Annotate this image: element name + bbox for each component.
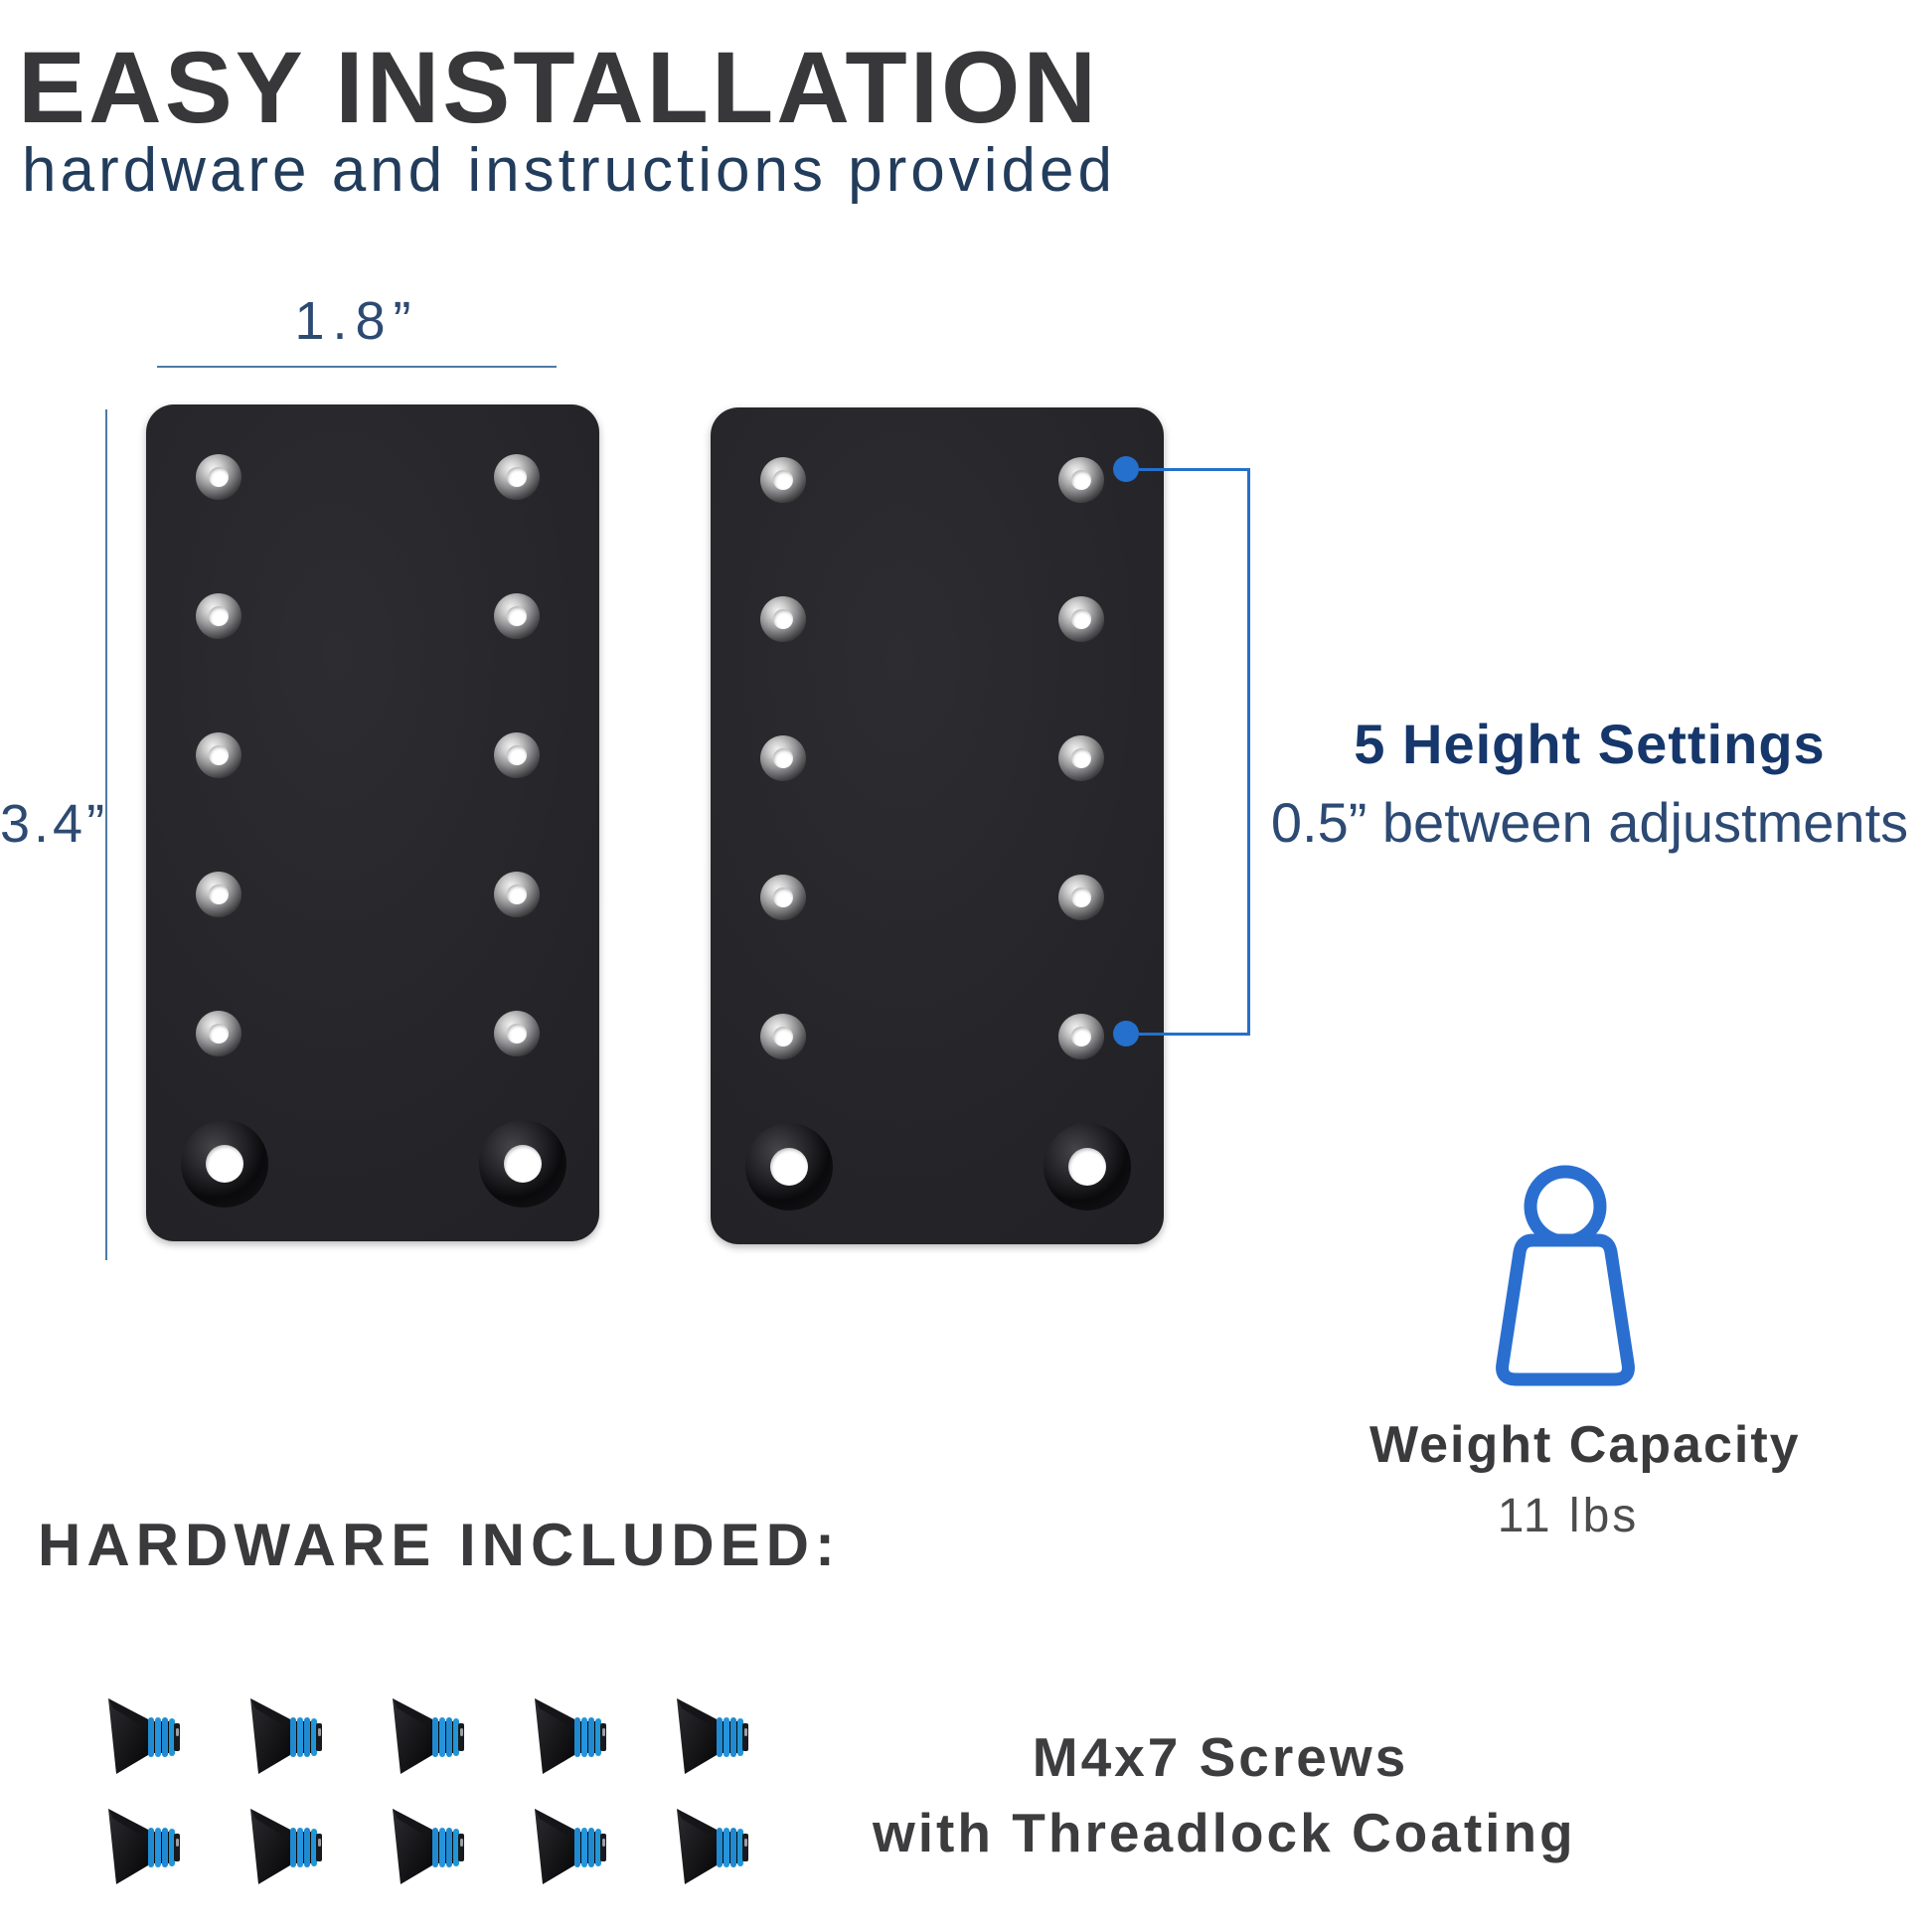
screw-hole (1058, 875, 1104, 920)
screw-hole (494, 732, 540, 778)
screw (103, 1695, 181, 1777)
screw-spec-label: M4x7 Screws with Threadlock Coating (873, 1725, 1576, 1864)
screw (530, 1695, 607, 1777)
height-settings-subtitle: 0.5” between adjustments (1270, 791, 1909, 854)
screw (245, 1695, 323, 1777)
screw-spec-line2: with Threadlock Coating (873, 1802, 1576, 1863)
height-dimension-label: 3.4” (0, 794, 109, 854)
screw-hole (494, 872, 540, 917)
weight-capacity-block: Weight Capacity 11 lbs (1369, 1415, 1801, 1543)
large-mounting-hole (479, 1120, 566, 1208)
height-settings-callout: 5 Height Settings 0.5” between adjustmen… (1247, 712, 1932, 855)
screw-hole (760, 875, 806, 920)
large-mounting-hole (745, 1123, 833, 1210)
screw-hole (1058, 596, 1104, 642)
screw (388, 1806, 465, 1887)
screw-spec-line1: M4x7 Screws (1032, 1726, 1409, 1788)
large-mounting-hole (181, 1120, 268, 1208)
bracket-line-vertical (1247, 468, 1250, 1036)
mounting-plate-right (711, 407, 1164, 1244)
screw-hole (1058, 735, 1104, 781)
screw-hole (760, 457, 806, 503)
bracket-line-top (1139, 468, 1250, 471)
screw (103, 1806, 181, 1887)
bracket-line-bottom (1139, 1033, 1250, 1036)
bracket-dot-top (1113, 456, 1139, 482)
screw-hole (196, 732, 242, 778)
hardware-included-heading: HARDWARE INCLUDED: (38, 1512, 841, 1578)
weight-capacity-value: 11 lbs (1497, 1490, 1640, 1542)
screw-hole (1058, 457, 1104, 503)
weight-capacity-title: Weight Capacity (1369, 1416, 1801, 1474)
weight-icon (1471, 1165, 1660, 1398)
screw-hole (1058, 1014, 1104, 1059)
screw-hole (196, 593, 242, 639)
page-title: EASY INSTALLATION (18, 31, 1100, 144)
screw-hole (196, 1011, 242, 1056)
screw-hole (494, 454, 540, 500)
screw (388, 1695, 465, 1777)
mounting-plate-left (146, 404, 599, 1241)
width-dimension-line (157, 366, 557, 368)
screw-hole (760, 596, 806, 642)
screw (672, 1806, 749, 1887)
large-mounting-hole (1044, 1123, 1131, 1210)
screw (530, 1806, 607, 1887)
screw-hole (760, 1014, 806, 1059)
screw-hole (196, 872, 242, 917)
page-subtitle: hardware and instructions provided (22, 136, 1116, 205)
bracket-dot-bottom (1113, 1021, 1139, 1046)
screw (245, 1806, 323, 1887)
screw-hole (760, 735, 806, 781)
height-settings-title: 5 Height Settings (1354, 713, 1826, 775)
height-dimension-line (105, 409, 107, 1260)
width-dimension-label: 1.8” (294, 291, 419, 351)
screw-hole (494, 1011, 540, 1056)
screw (672, 1695, 749, 1777)
screw-hole (494, 593, 540, 639)
screw-hole (196, 454, 242, 500)
